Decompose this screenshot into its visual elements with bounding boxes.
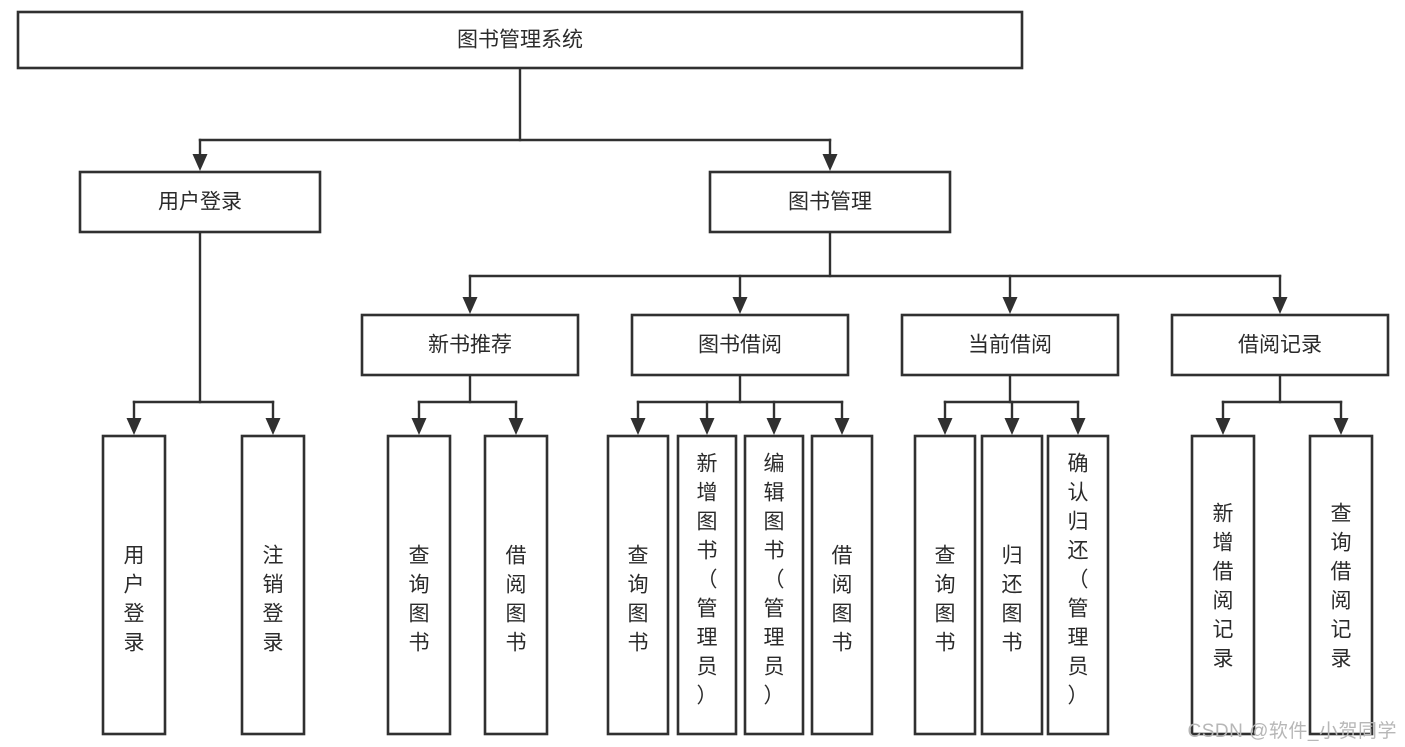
node-box [16, 10, 1024, 70]
node-label: 图书管理系统 [457, 29, 583, 52]
node-leaf-edit-book[interactable]: 编辑图书（管理员） [743, 434, 805, 736]
node-leaf-query-book-1[interactable]: 查询图书 [386, 434, 452, 736]
arrow-head-icon [126, 418, 142, 435]
node-leaf-add-record[interactable]: 新增借阅记录 [1190, 434, 1256, 736]
node-label: 查询借阅记录 [1331, 503, 1352, 671]
arrow-head-icon [630, 418, 646, 435]
node-label: 新增借阅记录 [1213, 503, 1234, 671]
node-leaf-logout[interactable]: 注销登录 [240, 434, 306, 736]
node-label: 借阅记录 [1238, 334, 1322, 357]
node-box [913, 434, 977, 736]
node-leaf-borrow-book-1[interactable]: 借阅图书 [483, 434, 549, 736]
node-label: 借阅图书 [506, 545, 527, 655]
connector-group-book-manage [462, 230, 1288, 314]
node-new-book-rec[interactable]: 新书推荐 [360, 313, 580, 377]
node-label: 用户登录 [124, 545, 145, 655]
node-leaf-query-record[interactable]: 查询借阅记录 [1308, 434, 1374, 736]
node-leaf-query-book-3[interactable]: 查询图书 [913, 434, 977, 736]
node-box [1170, 313, 1390, 377]
connector-group-root [192, 66, 838, 171]
node-box [78, 170, 322, 234]
node-current-borrow[interactable]: 当前借阅 [900, 313, 1120, 377]
connector-group-borrow-record [1215, 373, 1349, 435]
node-leaf-query-book-2[interactable]: 查询图书 [606, 434, 670, 736]
node-borrow-record[interactable]: 借阅记录 [1170, 313, 1390, 377]
node-label: 编辑图书（管理员） [764, 453, 785, 708]
connectors-layer [126, 66, 1349, 435]
arrow-head-icon [937, 418, 953, 435]
nodes-layer: 图书管理系统用户登录图书管理新书推荐图书借阅当前借阅借阅记录用户登录注销登录查询… [16, 10, 1390, 736]
arrow-head-icon [1004, 418, 1020, 435]
arrow-head-icon [1272, 297, 1288, 314]
connector-group-new-book-rec [411, 373, 524, 435]
node-user-login[interactable]: 用户登录 [78, 170, 322, 234]
node-box [630, 313, 850, 377]
arrow-head-icon [192, 154, 208, 171]
connector-group-current-borrow [937, 373, 1086, 435]
node-label: 查询图书 [409, 545, 430, 655]
arrow-head-icon [1215, 418, 1231, 435]
node-label: 归还图书 [1002, 545, 1023, 655]
node-box [980, 434, 1044, 736]
arrow-head-icon [508, 418, 524, 435]
node-box [606, 434, 670, 736]
connector-group-book-borrow [630, 373, 850, 435]
node-leaf-borrow-book-2[interactable]: 借阅图书 [810, 434, 874, 736]
node-box [676, 434, 738, 736]
node-leaf-return-book[interactable]: 归还图书 [980, 434, 1044, 736]
node-label: 图书管理 [788, 191, 872, 214]
node-leaf-add-book[interactable]: 新增图书（管理员） [676, 434, 738, 736]
arrow-head-icon [699, 418, 715, 435]
node-leaf-user-login[interactable]: 用户登录 [101, 434, 167, 736]
arrow-head-icon [462, 297, 478, 314]
node-box [810, 434, 874, 736]
arrow-head-icon [834, 418, 850, 435]
node-book-borrow[interactable]: 图书借阅 [630, 313, 850, 377]
arrow-head-icon [732, 297, 748, 314]
node-label: 借阅图书 [832, 545, 853, 655]
node-leaf-confirm-return[interactable]: 确认归还（管理员） [1046, 434, 1110, 736]
node-box [900, 313, 1120, 377]
node-label: 新增图书（管理员） [697, 453, 718, 708]
arrow-head-icon [1002, 297, 1018, 314]
node-label: 用户登录 [158, 191, 242, 214]
node-box [240, 434, 306, 736]
node-box [101, 434, 167, 736]
arrow-head-icon [1333, 418, 1349, 435]
arrow-head-icon [822, 154, 838, 171]
node-box [1308, 434, 1374, 736]
node-book-manage[interactable]: 图书管理 [708, 170, 952, 234]
node-box [483, 434, 549, 736]
node-box [360, 313, 580, 377]
node-label: 查询图书 [628, 545, 649, 655]
node-box [1190, 434, 1256, 736]
node-label: 当前借阅 [968, 334, 1052, 357]
arrow-head-icon [411, 418, 427, 435]
arrow-head-icon [766, 418, 782, 435]
node-label: 新书推荐 [428, 334, 512, 357]
arrow-head-icon [265, 418, 281, 435]
node-label: 图书借阅 [698, 334, 782, 357]
node-box [1046, 434, 1110, 736]
node-root[interactable]: 图书管理系统 [16, 10, 1024, 70]
node-label: 确认归还（管理员） [1068, 453, 1089, 708]
node-box [386, 434, 452, 736]
node-label: 注销登录 [263, 545, 284, 655]
node-label: 查询图书 [935, 545, 956, 655]
node-box [708, 170, 952, 234]
connector-group-user-login [126, 230, 281, 435]
node-box [743, 434, 805, 736]
arrow-head-icon [1070, 418, 1086, 435]
